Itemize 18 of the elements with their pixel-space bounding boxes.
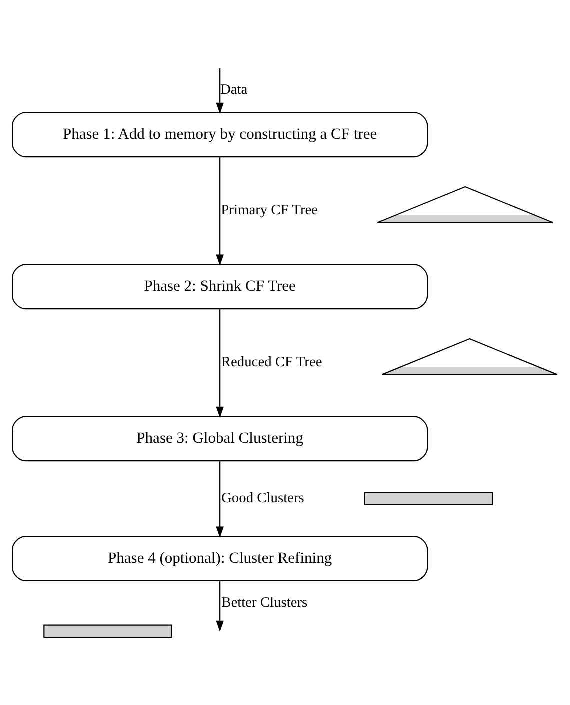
- node-box: Phase 3: Global Clustering: [12, 416, 428, 462]
- arrow: [216, 462, 224, 538]
- node-box: Phase 1: Add to memory by constructing a CF tree: [12, 112, 428, 158]
- node-tree: [382, 338, 558, 376]
- arrow: [216, 68, 224, 114]
- edge-label: Reduced CF Tree: [221, 354, 322, 371]
- edge-label: Data: [220, 82, 248, 98]
- arrow: [216, 581, 224, 632]
- node-bar: [44, 624, 172, 638]
- arrow: [216, 309, 224, 418]
- edge-label: Primary CF Tree: [221, 202, 318, 219]
- node-box: Phase 2: Shrink CF Tree: [12, 264, 428, 310]
- node-tree: [377, 186, 554, 224]
- edge-label: Good Clusters: [222, 490, 304, 507]
- arrow: [216, 157, 224, 266]
- node-box: Phase 4 (optional): Cluster Refining: [12, 536, 428, 582]
- node-bar: [364, 492, 494, 506]
- edge-label: Better Clusters: [222, 594, 308, 611]
